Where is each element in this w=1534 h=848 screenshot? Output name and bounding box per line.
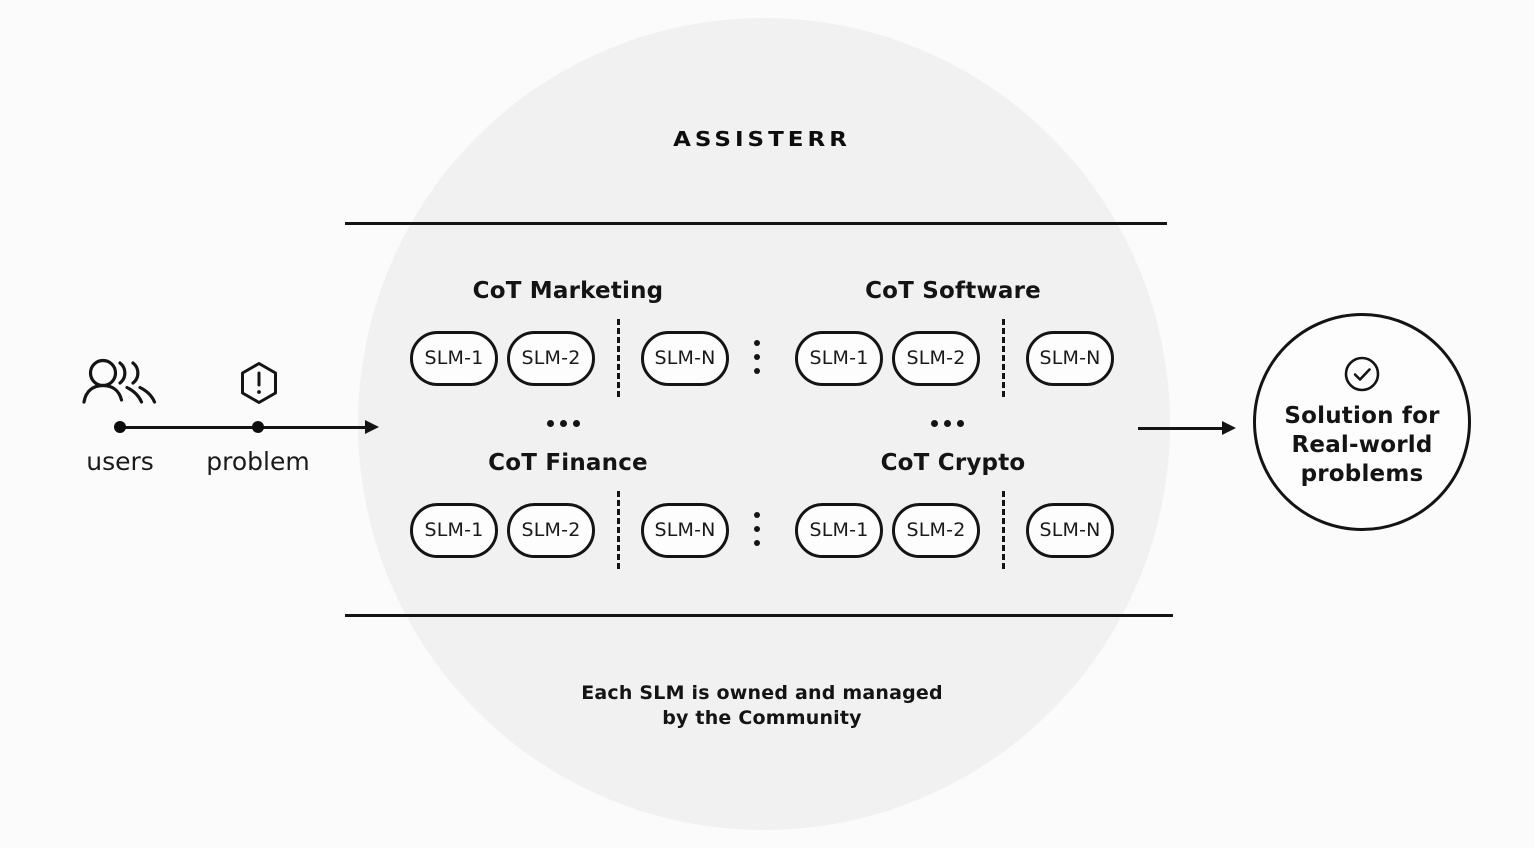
slm-pill: SLM-2	[892, 502, 980, 558]
solution-node: Solution for Real-world problems	[1253, 313, 1471, 531]
slm-pill: SLM-1	[410, 502, 498, 558]
slm-pill-row: SLM-1 SLM-2 SLM-N	[795, 319, 1114, 397]
slm-pill: SLM-N	[1026, 330, 1114, 386]
slm-pill: SLM-2	[507, 330, 595, 386]
solution-label-line: Real-world	[1291, 432, 1433, 458]
caption-line: by the Community	[662, 707, 862, 729]
slm-pill: SLM-2	[892, 330, 980, 386]
community-circle	[358, 18, 1170, 830]
group-title: CoT Marketing	[472, 278, 664, 304]
community-caption: Each SLM is owned and managed by the Com…	[462, 681, 1062, 731]
slm-pill: SLM-1	[795, 330, 883, 386]
vertical-ellipsis-icon	[754, 512, 760, 546]
bottom-divider-line	[345, 614, 1173, 617]
cot-software-group: CoT Software SLM-1 SLM-2 SLM-N	[795, 278, 1114, 397]
vertical-ellipsis-icon	[754, 340, 760, 374]
users-node-dot	[114, 421, 126, 433]
caption-line: Each SLM is owned and managed	[581, 682, 943, 704]
output-flow-line	[1138, 427, 1224, 430]
solution-label-line: Solution for	[1284, 403, 1440, 429]
top-divider-line	[345, 222, 1167, 225]
output-arrowhead-icon	[1222, 420, 1236, 435]
slm-pill: SLM-1	[410, 330, 498, 386]
users-icon	[82, 358, 157, 404]
users-label: users	[86, 447, 154, 476]
slm-pill: SLM-1	[795, 502, 883, 558]
problem-label: problem	[206, 447, 310, 476]
assisterr-logo: ASSISTERR	[673, 128, 851, 152]
dashed-separator	[1002, 319, 1005, 397]
group-title: CoT Software	[865, 278, 1041, 304]
horizontal-ellipsis-icon	[931, 420, 964, 427]
slm-pill: SLM-N	[641, 502, 729, 558]
cot-finance-group: CoT Finance SLM-1 SLM-2 SLM-N	[410, 450, 729, 569]
check-circle-icon	[1344, 356, 1380, 392]
solution-label-line: problems	[1300, 461, 1424, 487]
dashed-separator	[617, 319, 620, 397]
dashed-separator	[1002, 491, 1005, 569]
slm-pill: SLM-N	[641, 330, 729, 386]
input-flow-line	[120, 426, 370, 429]
cot-marketing-group: CoT Marketing SLM-1 SLM-2 SLM-N	[410, 278, 729, 397]
horizontal-ellipsis-icon	[547, 420, 580, 427]
slm-pill: SLM-2	[507, 502, 595, 558]
solution-label: Solution for Real-world problems	[1284, 402, 1439, 489]
problem-alert-hexagon-icon	[241, 362, 277, 404]
slm-pill: SLM-N	[1026, 502, 1114, 558]
input-arrowhead-icon	[365, 420, 379, 434]
dashed-separator	[617, 491, 620, 569]
cot-crypto-group: CoT Crypto SLM-1 SLM-2 SLM-N	[795, 450, 1114, 569]
problem-node-dot	[252, 421, 264, 433]
slm-pill-row: SLM-1 SLM-2 SLM-N	[410, 491, 729, 569]
slm-pill-row: SLM-1 SLM-2 SLM-N	[795, 491, 1114, 569]
slm-pill-row: SLM-1 SLM-2 SLM-N	[410, 319, 729, 397]
group-title: CoT Crypto	[880, 450, 1026, 476]
group-title: CoT Finance	[488, 450, 648, 476]
